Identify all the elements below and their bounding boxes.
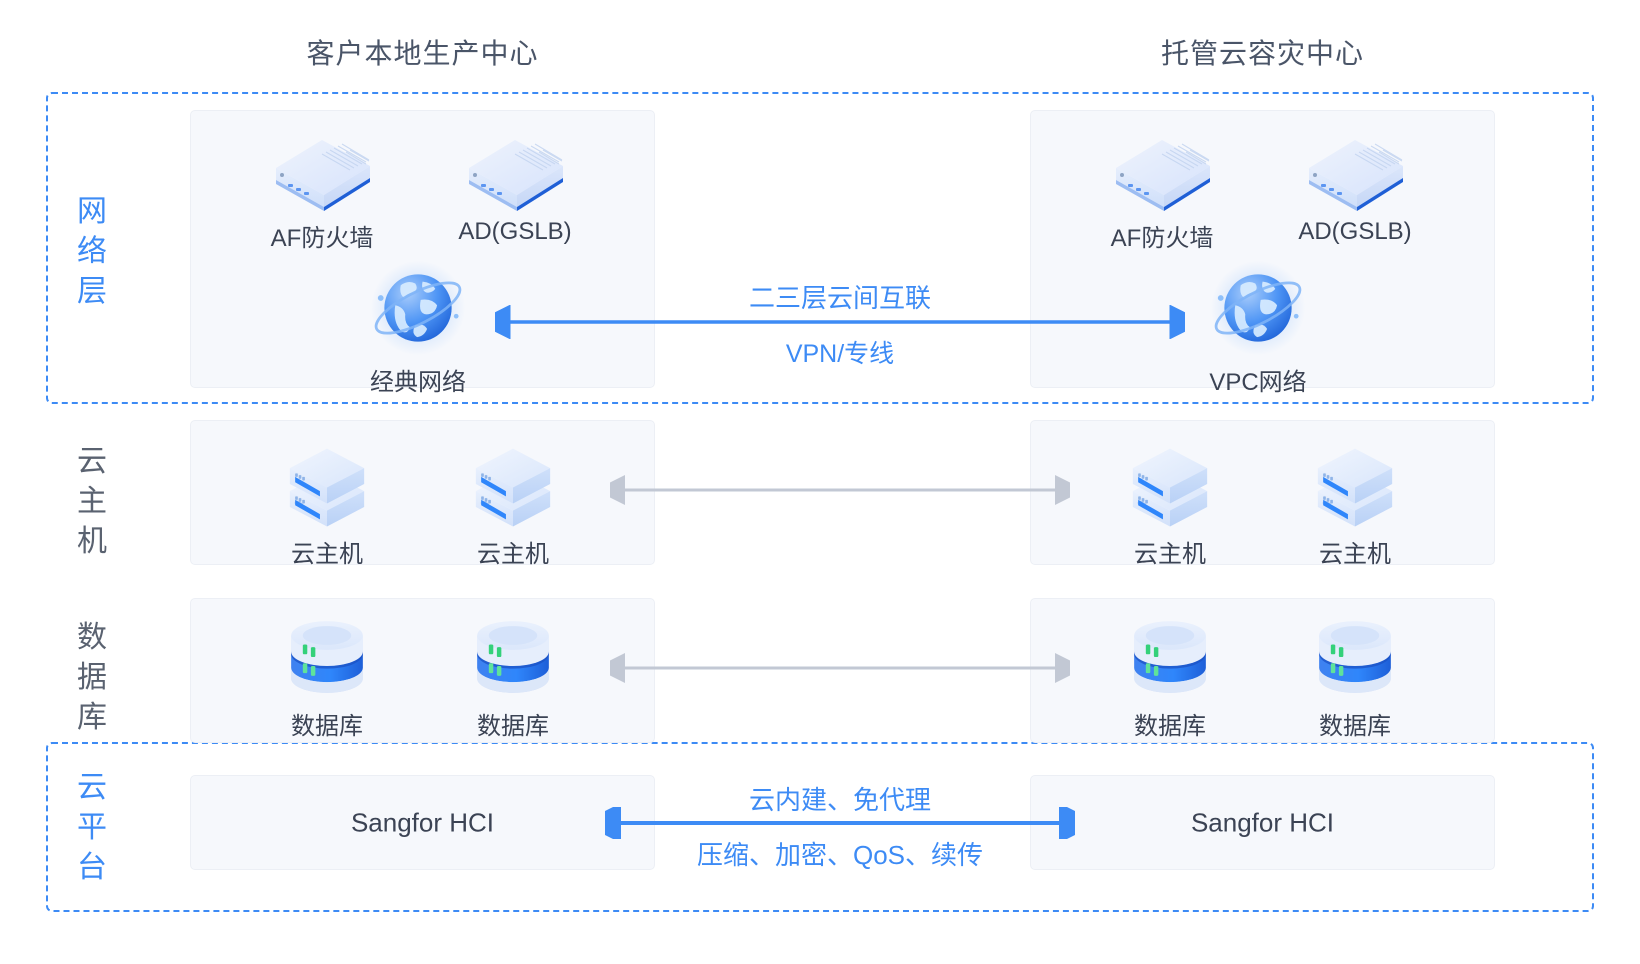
layer-char: 络 <box>77 235 107 268</box>
panel-host-right <box>1030 420 1495 565</box>
node-caption: 经典网络 <box>370 369 466 396</box>
panel-host-left <box>190 420 655 565</box>
cloud-platform-frame <box>46 742 1594 912</box>
appliance-icon <box>1295 122 1415 214</box>
layer-char: 云 <box>77 445 107 478</box>
node-caption: VPC网络 <box>1209 369 1307 396</box>
database-icon <box>1127 612 1213 702</box>
node-caption: 数据库 <box>1319 713 1391 740</box>
layer-char: 网 <box>77 195 107 228</box>
panel-platform-left: Sangfor HCI <box>190 775 655 870</box>
node-cloud-host-left-1[interactable]: 云主机 <box>272 438 382 569</box>
layer-char: 据 <box>77 661 107 694</box>
platform-arrow-label-top: 云内建、免代理 <box>748 785 931 815</box>
layer-char: 库 <box>77 701 107 734</box>
layer-char: 层 <box>77 275 107 308</box>
panel-database-left <box>190 598 655 743</box>
network-arrow-label-bottom: VPN/专线 <box>785 340 895 368</box>
node-firewall-right[interactable]: AF防火墙 <box>1092 122 1232 253</box>
layer-label-network: 网 络 层 <box>62 192 122 312</box>
platform-arrow-label-bottom: 压缩、加密、QoS、续传 <box>696 840 984 870</box>
node-caption: AD(GSLB) <box>458 218 572 245</box>
server-icon <box>281 438 373 530</box>
node-caption: 数据库 <box>291 713 363 740</box>
node-caption: AF防火墙 <box>1110 225 1214 252</box>
node-database-right-2[interactable]: 数据库 <box>1305 612 1405 741</box>
appliance-icon <box>262 122 382 214</box>
node-caption: 云主机 <box>1134 541 1206 568</box>
node-ad-gslb-left[interactable]: AD(GSLB) <box>445 122 585 246</box>
layer-char: 台 <box>77 851 107 884</box>
node-caption: 数据库 <box>477 713 549 740</box>
database-icon <box>470 612 556 702</box>
layer-char: 机 <box>77 525 107 558</box>
node-classic-network-left[interactable]: 经典网络 <box>358 258 478 397</box>
server-icon <box>1124 438 1216 530</box>
node-caption: 云主机 <box>291 541 363 568</box>
node-database-left-2[interactable]: 数据库 <box>463 612 563 741</box>
node-caption: 云主机 <box>477 541 549 568</box>
layer-char: 数 <box>77 621 107 654</box>
node-ad-gslb-right[interactable]: AD(GSLB) <box>1285 122 1425 246</box>
panel-database-right <box>1030 598 1495 743</box>
globe-icon <box>1208 258 1308 358</box>
node-caption: 云主机 <box>1319 541 1391 568</box>
network-layer-frame <box>46 92 1594 404</box>
platform-label-left: Sangfor HCI <box>350 807 495 837</box>
platform-replication-arrow <box>605 807 1075 839</box>
node-cloud-host-right-1[interactable]: 云主机 <box>1115 438 1225 569</box>
column-title-left: 客户本地生产中心 <box>306 38 539 69</box>
node-database-right-1[interactable]: 数据库 <box>1120 612 1220 741</box>
server-icon <box>467 438 559 530</box>
layer-char: 平 <box>77 811 107 844</box>
layer-char: 云 <box>77 771 107 804</box>
node-caption: AF防火墙 <box>270 225 374 252</box>
node-database-left-1[interactable]: 数据库 <box>277 612 377 741</box>
globe-icon <box>368 258 468 358</box>
layer-label-database: 数 据 库 <box>62 618 122 738</box>
database-icon <box>1312 612 1398 702</box>
node-firewall-left[interactable]: AF防火墙 <box>252 122 392 253</box>
platform-label-right: Sangfor HCI <box>1190 807 1335 837</box>
node-caption: AD(GSLB) <box>1298 218 1412 245</box>
column-title-right: 托管云容灾中心 <box>1160 38 1364 69</box>
layer-label-platform: 云 平 台 <box>62 768 122 888</box>
database-icon <box>284 612 370 702</box>
server-icon <box>1309 438 1401 530</box>
node-vpc-network-right[interactable]: VPC网络 <box>1198 258 1318 397</box>
panel-platform-right: Sangfor HCI <box>1030 775 1495 870</box>
database-replication-arrow <box>610 653 1070 683</box>
node-cloud-host-right-2[interactable]: 云主机 <box>1300 438 1410 569</box>
layer-label-host: 云 主 机 <box>62 442 122 562</box>
network-interconnect-arrow <box>495 305 1185 339</box>
node-caption: 数据库 <box>1134 713 1206 740</box>
layer-char: 主 <box>77 485 107 518</box>
appliance-icon <box>455 122 575 214</box>
host-replication-arrow <box>610 475 1070 505</box>
network-arrow-label-top: 二三层云间互联 <box>748 283 931 313</box>
node-cloud-host-left-2[interactable]: 云主机 <box>458 438 568 569</box>
appliance-icon <box>1102 122 1222 214</box>
